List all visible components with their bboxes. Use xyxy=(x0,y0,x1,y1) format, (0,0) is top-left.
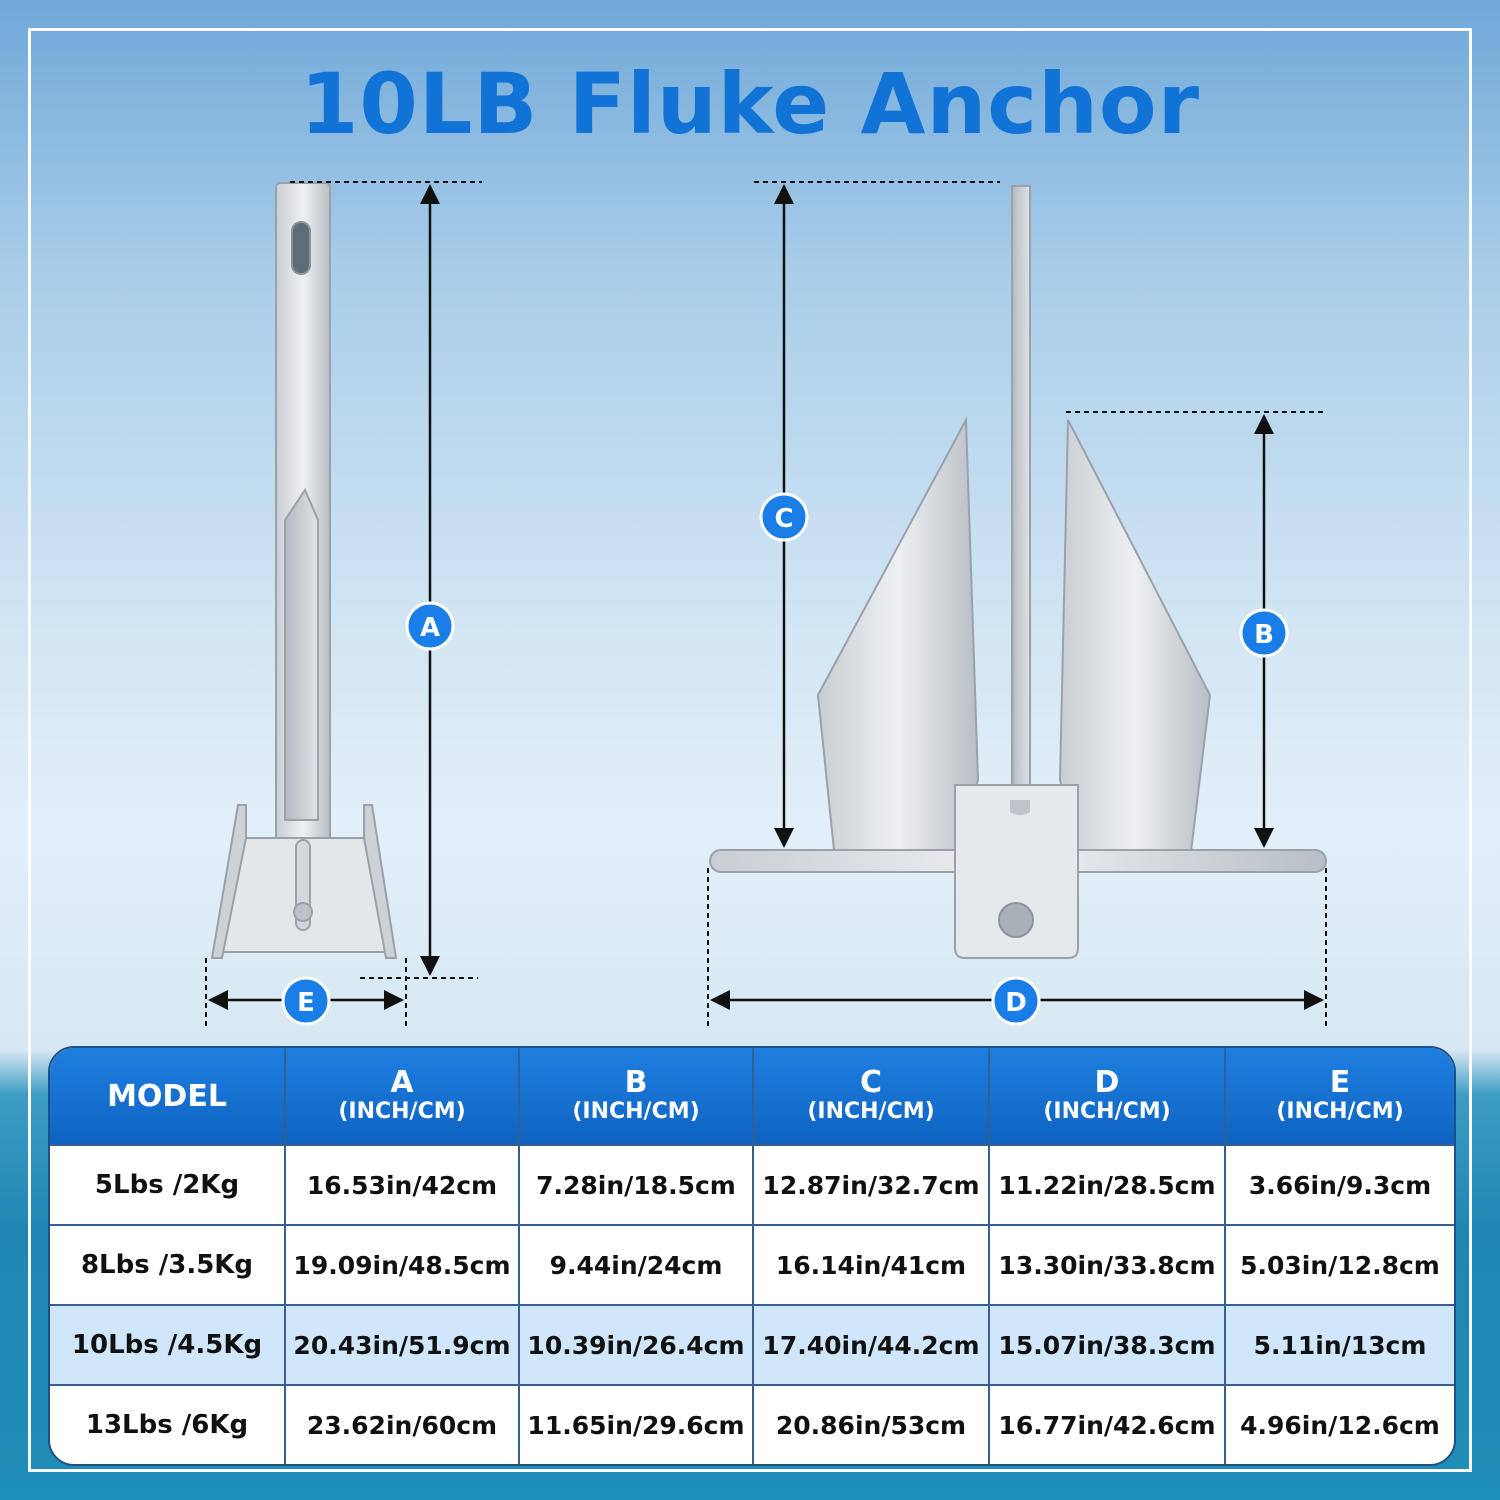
cell-b: 7.28in/18.5cm xyxy=(520,1146,754,1226)
header-d: D(INCH/CM) xyxy=(990,1048,1226,1146)
cell-e: 5.03in/12.8cm xyxy=(1226,1226,1454,1306)
header-b: B(INCH/CM) xyxy=(520,1048,754,1146)
dimension-badge-c: C xyxy=(759,492,809,542)
header-model: MODEL xyxy=(50,1048,286,1146)
cell-c: 20.86in/53cm xyxy=(754,1386,990,1464)
cell-e: 5.11in/13cm xyxy=(1226,1306,1454,1386)
cell-d: 16.77in/42.6cm xyxy=(990,1386,1226,1464)
header-c: C(INCH/CM) xyxy=(754,1048,990,1146)
cell-a: 16.53in/42cm xyxy=(286,1146,520,1226)
table-row: 8Lbs /3.5Kg 19.09in/48.5cm 9.44in/24cm 1… xyxy=(50,1226,1454,1306)
table-row: 13Lbs /6Kg 23.62in/60cm 11.65in/29.6cm 2… xyxy=(50,1386,1454,1464)
svg-text:C: C xyxy=(774,504,793,534)
header-e: E(INCH/CM) xyxy=(1226,1048,1454,1146)
cell-c: 16.14in/41cm xyxy=(754,1226,990,1306)
cell-c: 17.40in/44.2cm xyxy=(754,1306,990,1386)
anchor-dimension-diagram: A B C D E xyxy=(205,181,1327,1030)
header-a: A(INCH/CM) xyxy=(286,1048,520,1146)
svg-text:E: E xyxy=(297,988,315,1018)
anchor-side-view xyxy=(210,182,398,959)
svg-text:A: A xyxy=(420,613,440,643)
svg-text:B: B xyxy=(1254,620,1274,650)
dimension-badge-a: A xyxy=(405,601,455,651)
table-header-row: MODEL A(INCH/CM) B(INCH/CM) C(INCH/CM) D… xyxy=(50,1048,1454,1146)
cell-a: 20.43in/51.9cm xyxy=(286,1306,520,1386)
table-row-highlighted: 10Lbs /4.5Kg 20.43in/51.9cm 10.39in/26.4… xyxy=(50,1306,1454,1386)
cell-b: 9.44in/24cm xyxy=(520,1226,754,1306)
cell-b: 11.65in/29.6cm xyxy=(520,1386,754,1464)
dimension-badge-e: E xyxy=(281,976,331,1026)
cell-model: 13Lbs /6Kg xyxy=(50,1386,286,1464)
cell-b: 10.39in/26.4cm xyxy=(520,1306,754,1386)
cell-a: 23.62in/60cm xyxy=(286,1386,520,1464)
cell-c: 12.87in/32.7cm xyxy=(754,1146,990,1226)
anchor-front-view xyxy=(709,185,1327,959)
dimension-guide-lines xyxy=(205,181,1327,1030)
cell-model: 5Lbs /2Kg xyxy=(50,1146,286,1226)
cell-d: 13.30in/33.8cm xyxy=(990,1226,1226,1306)
cell-e: 4.96in/12.6cm xyxy=(1240,1410,1440,1440)
cell-d: 15.07in/38.3cm xyxy=(990,1306,1226,1386)
cell-e: 3.66in/9.3cm xyxy=(1226,1146,1454,1226)
cell-model: 8Lbs /3.5Kg xyxy=(50,1226,286,1306)
cell-a: 19.09in/48.5cm xyxy=(286,1226,520,1306)
dimension-badge-d: D xyxy=(991,976,1041,1026)
cell-d: 11.22in/28.5cm xyxy=(990,1146,1226,1226)
cell-model: 10Lbs /4.5Kg xyxy=(50,1306,286,1386)
svg-text:D: D xyxy=(1005,988,1027,1018)
table-row: 5Lbs /2Kg 16.53in/42cm 7.28in/18.5cm 12.… xyxy=(50,1146,1454,1226)
spec-table: MODEL A(INCH/CM) B(INCH/CM) C(INCH/CM) D… xyxy=(48,1046,1456,1466)
dimension-badge-b: B xyxy=(1239,608,1289,658)
page-title: 10LB Fluke Anchor xyxy=(299,55,1201,153)
